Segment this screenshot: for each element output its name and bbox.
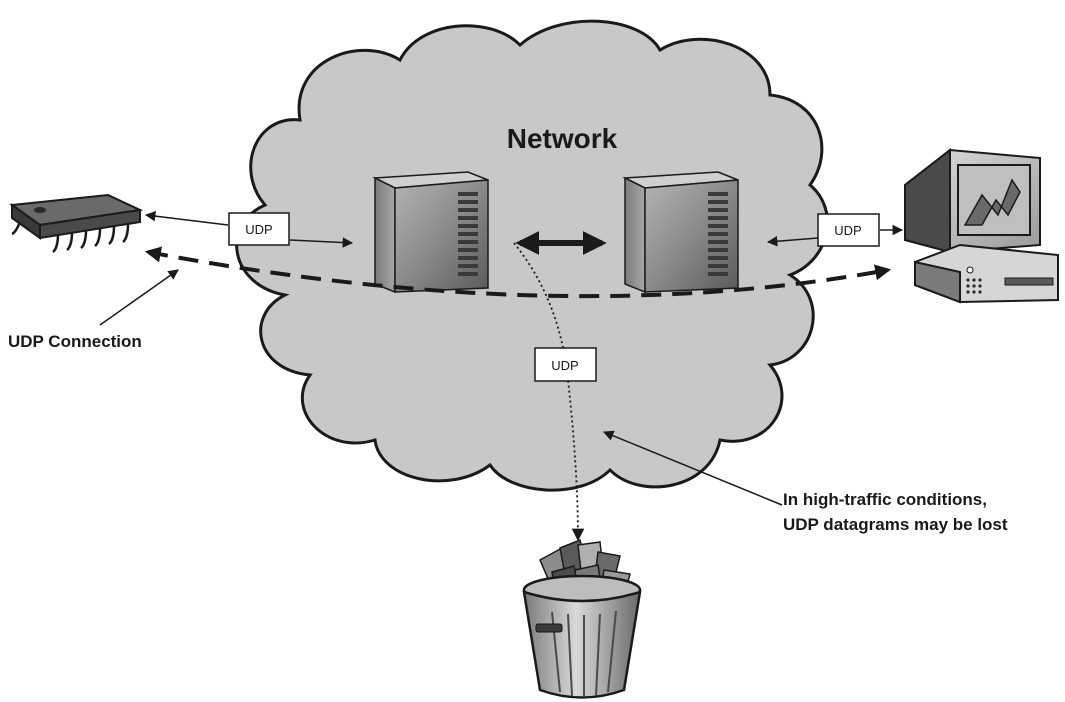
chip-icon [9, 193, 144, 253]
udp-tag-label: UDP [834, 223, 861, 238]
chip-to-udp-arrow [144, 210, 229, 226]
udp-tag-right: UDP [817, 213, 880, 247]
loss-note-line1: In high-traffic conditions, [783, 490, 987, 509]
udp-connection-label: UDP Connection [8, 332, 142, 351]
loss-note-line2: UDP datagrams may be lost [783, 515, 1008, 534]
udp-connection-pointer [99, 269, 179, 326]
udp-tag-label: UDP [551, 358, 578, 373]
server-icon [372, 171, 489, 294]
server-icon [622, 171, 739, 294]
loss-note-pointer [603, 430, 783, 506]
udp-tag-left: UDP [228, 212, 290, 246]
udp-tag-drop: UDP [534, 347, 597, 382]
trash-can-icon [522, 538, 642, 699]
udp-to-right-server-arrow [766, 236, 819, 247]
network-cloud [235, 19, 829, 492]
udp-tag-label: UDP [245, 222, 272, 237]
network-label: Network [507, 123, 618, 154]
desktop-computer-icon [904, 147, 1059, 304]
udp-to-server-arrow [289, 237, 354, 248]
